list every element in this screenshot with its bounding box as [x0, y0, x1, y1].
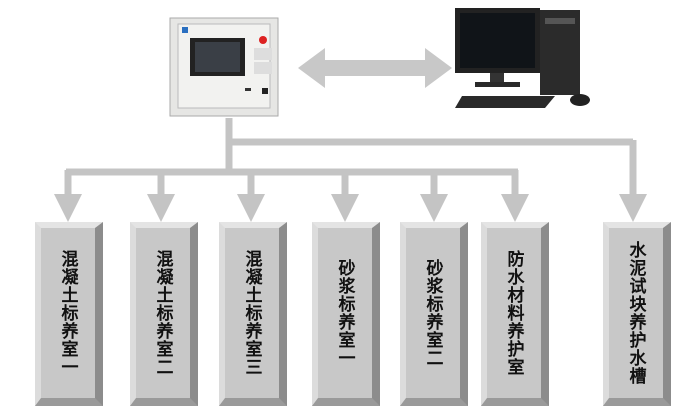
room-box-6: 防水材料养护室 [481, 222, 549, 406]
room-box-3: 混凝土标养室三 [219, 222, 287, 406]
room-label: 防水材料养护室 [503, 250, 524, 376]
room-label: 砂浆标养室一 [334, 259, 355, 367]
bidirectional-arrow [298, 48, 452, 88]
room-box-7: 水泥试块养护水槽 [603, 222, 671, 406]
room-label: 混凝土标养室一 [57, 250, 78, 376]
room-box-1: 混凝土标养室一 [35, 222, 103, 406]
room-label: 混凝土标养室三 [241, 250, 262, 376]
room-label: 混凝土标养室二 [152, 250, 173, 376]
room-label: 砂浆标养室二 [422, 259, 443, 367]
room-label: 水泥试块养护水槽 [625, 241, 646, 385]
control-device [169, 17, 279, 117]
room-box-4: 砂浆标养室一 [312, 222, 380, 406]
computer-icon [455, 8, 590, 108]
room-box-5: 砂浆标养室二 [400, 222, 468, 406]
room-box-2: 混凝土标养室二 [130, 222, 198, 406]
